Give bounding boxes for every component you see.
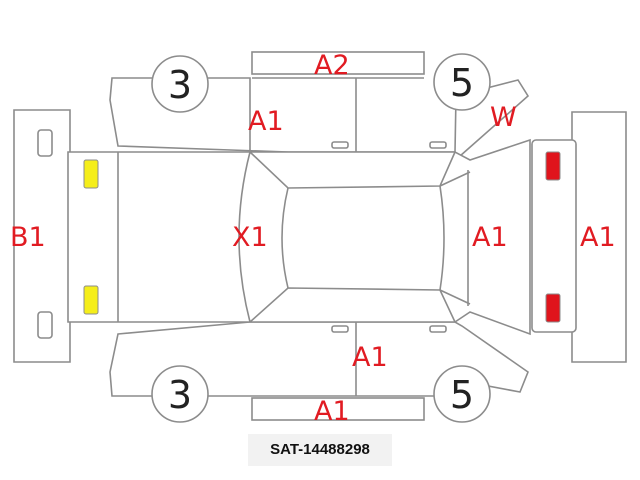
damage-code-rear: B1 [10,222,46,253]
damage-code-bottom-door: A1 [352,342,388,373]
damage-code-hood: A1 [472,222,508,253]
tire-grade-bottom-front: 5 [450,373,474,417]
tire-top-rear: 3 [151,55,209,113]
rear-bumper [13,109,71,363]
tire-bottom-rear: 3 [151,365,209,423]
tire-grade-top-front: 5 [450,61,474,105]
top-side-view [109,51,530,159]
damage-code-front-bumper: A1 [580,222,616,253]
damage-code-top-door: A1 [248,106,284,137]
top-view-body [67,138,531,336]
tire-grade-bottom-rear: 3 [168,373,192,417]
damage-code-front-corner: W [490,102,517,133]
damage-code-roof-rail: A2 [314,50,350,81]
front-light-marker-bottom [545,293,561,323]
damage-code-roof: X1 [232,222,268,253]
stock-code-label: SAT-14488298 [248,434,392,466]
front-light-marker-top [545,151,561,181]
rear-light-marker-bottom [83,285,99,315]
tire-bottom-front: 5 [433,365,491,423]
damage-code-rocker: A1 [314,396,350,427]
rear-light-marker-top [83,159,99,189]
front-bumper [531,111,627,363]
tire-top-front: 5 [433,53,491,111]
tire-grade-top-rear: 3 [168,63,192,107]
